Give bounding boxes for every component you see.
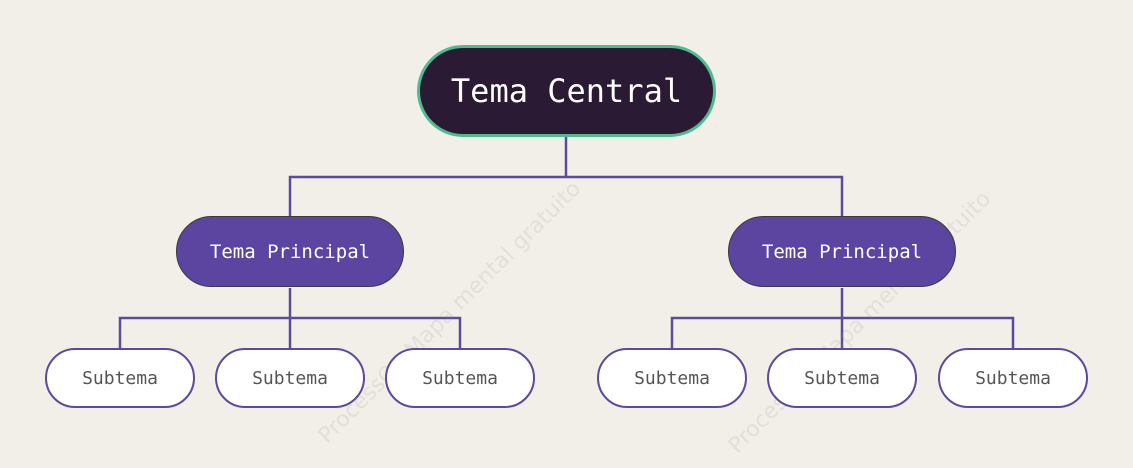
subtopic-label: Subtema: [422, 367, 498, 389]
connector-left-branch: [118, 288, 462, 348]
subtopic-label: Subtema: [634, 367, 710, 389]
subtopic-label: Subtema: [804, 367, 880, 389]
central-topic-label: Tema Central: [450, 72, 683, 110]
main-topic-right[interactable]: Tema Principal: [728, 216, 956, 287]
main-topic-label: Tema Principal: [209, 240, 371, 263]
subtopic-label: Subtema: [82, 367, 158, 389]
subtopic-node[interactable]: Subtema: [385, 348, 535, 408]
subtopic-node[interactable]: Subtema: [938, 348, 1088, 408]
subtopic-node[interactable]: Subtema: [45, 348, 195, 408]
subtopic-node[interactable]: Subtema: [215, 348, 365, 408]
central-topic[interactable]: Tema Central: [417, 45, 716, 137]
subtopic-node[interactable]: Subtema: [767, 348, 917, 408]
subtopic-label: Subtema: [975, 367, 1051, 389]
connector-central-to-branches: [288, 137, 844, 216]
subtopic-label: Subtema: [252, 367, 328, 389]
connector-right-branch: [670, 288, 1015, 348]
main-topic-label: Tema Principal: [761, 240, 923, 263]
main-topic-left[interactable]: Tema Principal: [176, 216, 404, 287]
subtopic-node[interactable]: Subtema: [597, 348, 747, 408]
